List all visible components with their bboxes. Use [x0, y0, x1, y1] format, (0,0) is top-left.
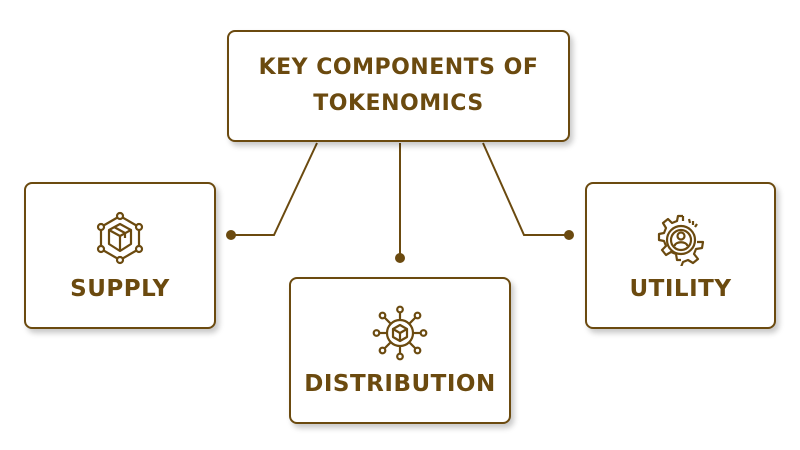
- connector-dot-distribution: [395, 253, 405, 263]
- connector-supply: [231, 142, 318, 236]
- distribution-label: DISTRIBUTION: [304, 370, 496, 397]
- hexagon-network-box-icon: [92, 210, 148, 266]
- supply-label: SUPPLY: [70, 275, 170, 302]
- title-box: KEY COMPONENTS OF TOKENOMICS: [227, 30, 570, 142]
- gear-user-icon: [653, 210, 709, 266]
- connector-dot-supply: [226, 230, 236, 240]
- title-line-1: KEY COMPONENTS OF: [258, 55, 539, 80]
- supply-node: SUPPLY: [24, 182, 216, 329]
- radial-network-box-icon: [372, 305, 428, 361]
- utility-label: UTILITY: [629, 275, 732, 302]
- connector-dot-utility: [564, 230, 574, 240]
- distribution-node: DISTRIBUTION: [289, 277, 511, 424]
- utility-node: UTILITY: [585, 182, 776, 329]
- connector-utility: [482, 142, 569, 236]
- title-line-2: TOKENOMICS: [313, 91, 484, 116]
